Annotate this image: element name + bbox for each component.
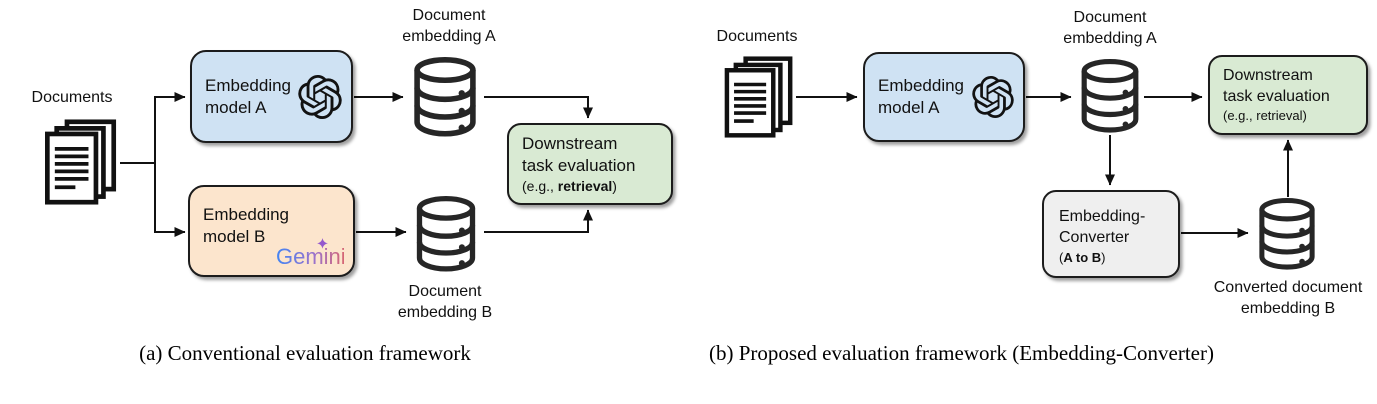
- caption-b: (b) Proposed evaluation framework (Embed…: [708, 341, 1214, 365]
- documents-label-a: Documents: [31, 89, 113, 106]
- model-a-text-a: Embedding model A: [205, 75, 292, 117]
- database-icon-embedding-b-a: [411, 196, 481, 272]
- gemini-wordmark: Gemini: [276, 244, 344, 268]
- gemini-logo-icon: Gemini: [276, 238, 344, 268]
- embedding-b-label-a: Document embedding B: [397, 283, 493, 321]
- database-icon-converted-b: [1254, 198, 1320, 270]
- model-a-box-a: Embedding model A: [190, 50, 353, 143]
- gemini-sparkle-icon: [317, 238, 328, 249]
- database-icon-embedding-a-a: [408, 57, 482, 137]
- embedding-a-label-a: Document embedding A: [402, 7, 496, 45]
- downstream-text-b: Downstream task evaluation (e.g., retrie…: [1223, 67, 1330, 123]
- documents-label-b: Documents: [716, 28, 798, 45]
- model-b-text-a: Embedding model B: [203, 205, 290, 246]
- converter-box-b: Embedding- Converter (A to B): [1042, 190, 1180, 278]
- downstream-box-b: Downstream task evaluation (e.g., retrie…: [1208, 55, 1368, 135]
- downstream-box-a: Downstream task evaluation (e.g., retrie…: [507, 123, 673, 205]
- model-b-box-a: Embedding model B Gemini: [188, 185, 355, 277]
- downstream-text-a: Downstream task evaluation (e.g., retrie…: [522, 133, 636, 194]
- model-a-text-b: Embedding model A: [878, 76, 965, 117]
- embedding-a-label-b: Document embedding A: [1063, 9, 1157, 47]
- openai-logo-icon-b: [972, 76, 1014, 118]
- database-icon-embedding-a-b: [1077, 59, 1143, 133]
- converter-text-b: Embedding- Converter (A to B): [1059, 208, 1146, 265]
- caption-a: (a) Conventional evaluation framework: [139, 341, 471, 365]
- model-a-box-b: Embedding model A: [863, 52, 1025, 142]
- document-stack-icon-b: [724, 56, 794, 138]
- document-stack-icon-a: [44, 119, 118, 205]
- converted-label-b: Converted document embedding B: [1213, 279, 1363, 317]
- openai-logo-icon: [298, 74, 342, 119]
